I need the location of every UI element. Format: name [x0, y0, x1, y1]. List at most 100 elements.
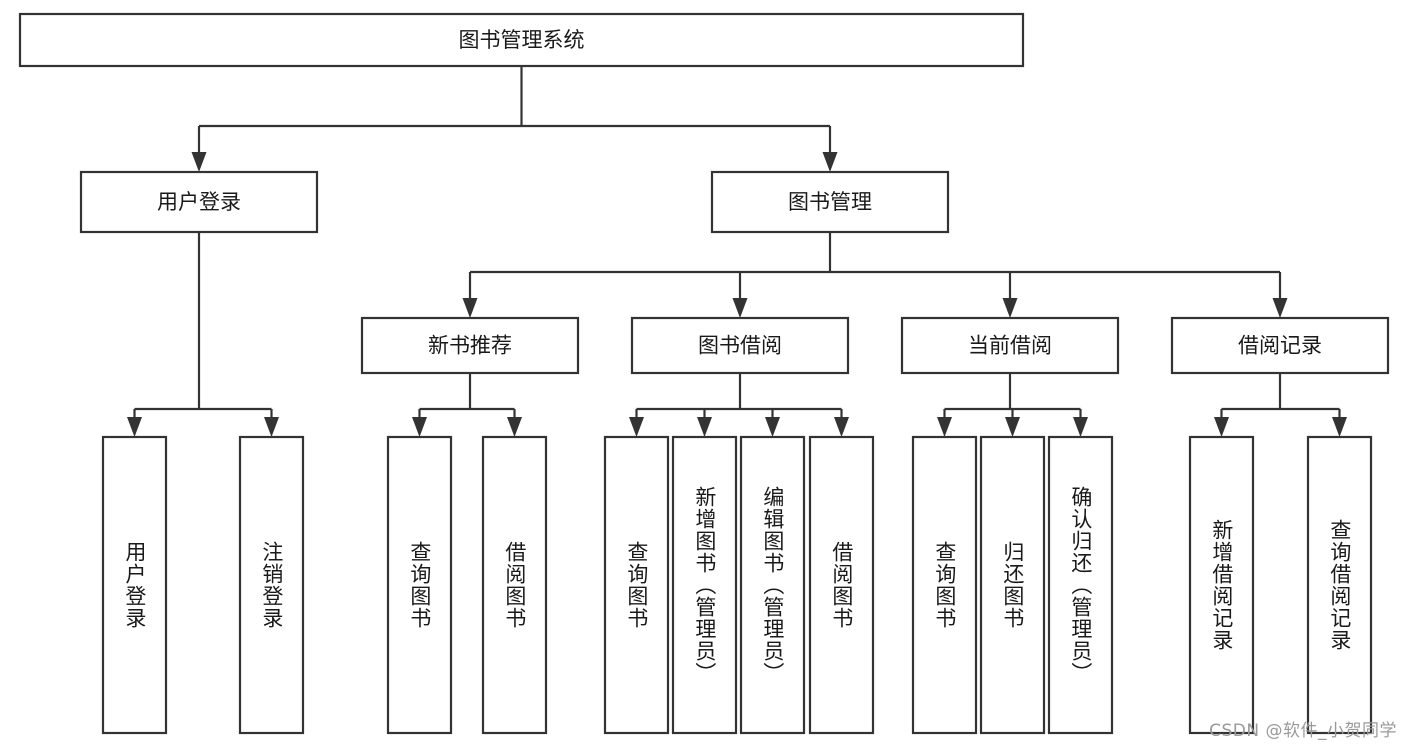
node-current-borrow-box[interactable] [900, 316, 1120, 375]
connector-layer [127, 66, 1347, 437]
node-book-manage-label: 图书管理 [788, 190, 872, 214]
connector-group-new-book-rec [412, 373, 522, 437]
arrow-head-icon [462, 298, 478, 318]
node-user-login-label: 用户登录 [157, 190, 241, 214]
node-new-book-rec-label: 新书推荐 [428, 334, 512, 358]
node-book-borrow-box[interactable] [630, 316, 850, 375]
node-leaf-query-book-3-label: 查询图书 [932, 541, 957, 629]
node-leaf-query-book-1-box[interactable] [386, 435, 453, 735]
node-leaf-borrow-book-1-box[interactable] [481, 435, 548, 735]
arrow-head-icon [629, 417, 644, 437]
connector-group-user-login [127, 232, 279, 437]
node-new-book-rec[interactable]: 新书推荐 [360, 316, 580, 375]
node-leaf-borrow-book-1-label-wrap: 借阅图书 [502, 541, 527, 629]
node-leaf-user-login[interactable]: 用户登录 [101, 435, 168, 735]
arrow-head-icon [507, 417, 522, 437]
node-leaf-query-book-1[interactable]: 查询图书 [386, 435, 453, 735]
node-leaf-edit-book-label: 编辑图书（管理员） [760, 486, 785, 684]
arrow-head-icon [1073, 417, 1088, 437]
node-leaf-query-record-box[interactable] [1306, 435, 1373, 735]
connector-group-book-borrow [629, 373, 849, 437]
node-leaf-query-book-3[interactable]: 查询图书 [911, 435, 978, 735]
node-leaf-return-book[interactable]: 归还图书 [979, 435, 1046, 735]
node-leaf-add-record-label-wrap: 新增借阅记录 [1209, 519, 1234, 651]
node-leaf-logout[interactable]: 注销登录 [238, 435, 305, 735]
arrow-head-icon [1272, 298, 1288, 318]
node-leaf-add-book[interactable]: 新增图书（管理员） [671, 435, 738, 735]
arrow-head-icon [697, 417, 712, 437]
node-leaf-logout-label: 注销登录 [259, 541, 284, 629]
node-leaf-edit-book[interactable]: 编辑图书（管理员） [739, 435, 806, 735]
connector-group-root [191, 66, 838, 172]
connector-group-borrow-record [1214, 373, 1347, 437]
arrow-head-icon [264, 417, 279, 437]
arrow-head-icon [822, 152, 838, 172]
node-root-box[interactable] [18, 12, 1025, 68]
arrow-head-icon [127, 417, 142, 437]
node-leaf-query-book-1-label: 查询图书 [407, 541, 432, 629]
node-leaf-query-book-2-box[interactable] [603, 435, 670, 735]
node-layer: 图书管理系统用户登录图书管理新书推荐图书借阅当前借阅借阅记录用户登录注销登录查询… [18, 12, 1390, 735]
node-book-manage-box[interactable] [710, 170, 950, 234]
node-leaf-borrow-book-2-box[interactable] [808, 435, 875, 735]
node-borrow-record-box[interactable] [1170, 316, 1390, 375]
node-leaf-borrow-book-2-label-wrap: 借阅图书 [829, 541, 854, 629]
node-leaf-borrow-book-2[interactable]: 借阅图书 [808, 435, 875, 735]
arrow-head-icon [1214, 417, 1229, 437]
node-leaf-query-book-1-label-wrap: 查询图书 [407, 541, 432, 629]
node-leaf-borrow-book-1[interactable]: 借阅图书 [481, 435, 548, 735]
node-leaf-logout-box[interactable] [238, 435, 305, 735]
node-borrow-record[interactable]: 借阅记录 [1170, 316, 1390, 375]
connector-group-book-manage [462, 232, 1288, 318]
node-leaf-add-book-label-wrap: 新增图书（管理员） [692, 486, 717, 684]
node-user-login-box[interactable] [79, 170, 319, 234]
node-leaf-query-book-3-label-wrap: 查询图书 [932, 541, 957, 629]
node-book-manage[interactable]: 图书管理 [710, 170, 950, 234]
node-leaf-add-book-label: 新增图书（管理员） [692, 486, 717, 684]
node-leaf-query-record-label-wrap: 查询借阅记录 [1328, 519, 1352, 651]
node-borrow-record-label: 借阅记录 [1238, 334, 1322, 358]
arrow-head-icon [834, 417, 849, 437]
node-current-borrow-label: 当前借阅 [968, 334, 1052, 358]
node-leaf-logout-label-wrap: 注销登录 [259, 541, 284, 629]
node-leaf-user-login-box[interactable] [101, 435, 168, 735]
node-book-borrow-label: 图书借阅 [698, 334, 782, 358]
node-current-borrow[interactable]: 当前借阅 [900, 316, 1120, 375]
node-leaf-query-record[interactable]: 查询借阅记录 [1306, 435, 1373, 735]
node-user-login[interactable]: 用户登录 [79, 170, 319, 234]
node-leaf-confirm-return-box[interactable] [1047, 435, 1114, 735]
arrow-head-icon [937, 417, 952, 437]
node-leaf-edit-book-box[interactable] [739, 435, 806, 735]
node-leaf-confirm-return[interactable]: 确认归还（管理员） [1047, 435, 1114, 735]
arrow-head-icon [1002, 298, 1018, 318]
node-leaf-borrow-book-2-label: 借阅图书 [829, 541, 854, 629]
node-leaf-confirm-return-label: 确认归还（管理员） [1068, 486, 1093, 684]
node-leaf-return-book-box[interactable] [979, 435, 1046, 735]
node-leaf-add-record-box[interactable] [1188, 435, 1255, 735]
node-new-book-rec-box[interactable] [360, 316, 580, 375]
node-leaf-add-record-label: 新增借阅记录 [1209, 519, 1234, 651]
node-root-label: 图书管理系统 [459, 28, 585, 52]
node-leaf-user-login-label-wrap: 用户登录 [122, 541, 147, 629]
arrow-head-icon [412, 417, 427, 437]
arrow-head-icon [765, 417, 780, 437]
node-leaf-query-book-2-label-wrap: 查询图书 [624, 541, 649, 629]
arrow-head-icon [191, 152, 207, 172]
node-leaf-query-book-2-label: 查询图书 [624, 541, 649, 629]
connector-group-current-borrow [937, 373, 1088, 437]
node-leaf-query-book-3-box[interactable] [911, 435, 978, 735]
node-leaf-query-book-2[interactable]: 查询图书 [603, 435, 670, 735]
node-leaf-user-login-label: 用户登录 [122, 541, 147, 629]
arrow-head-icon [1332, 417, 1347, 437]
arrow-head-icon [732, 298, 748, 318]
node-book-borrow[interactable]: 图书借阅 [630, 316, 850, 375]
node-leaf-add-record[interactable]: 新增借阅记录 [1188, 435, 1255, 735]
node-root[interactable]: 图书管理系统 [18, 12, 1025, 68]
node-leaf-edit-book-label-wrap: 编辑图书（管理员） [760, 486, 785, 684]
node-leaf-return-book-label: 归还图书 [1000, 541, 1025, 629]
arrow-head-icon [1005, 417, 1020, 437]
node-leaf-add-book-box[interactable] [671, 435, 738, 735]
node-leaf-borrow-book-1-label: 借阅图书 [502, 541, 527, 629]
